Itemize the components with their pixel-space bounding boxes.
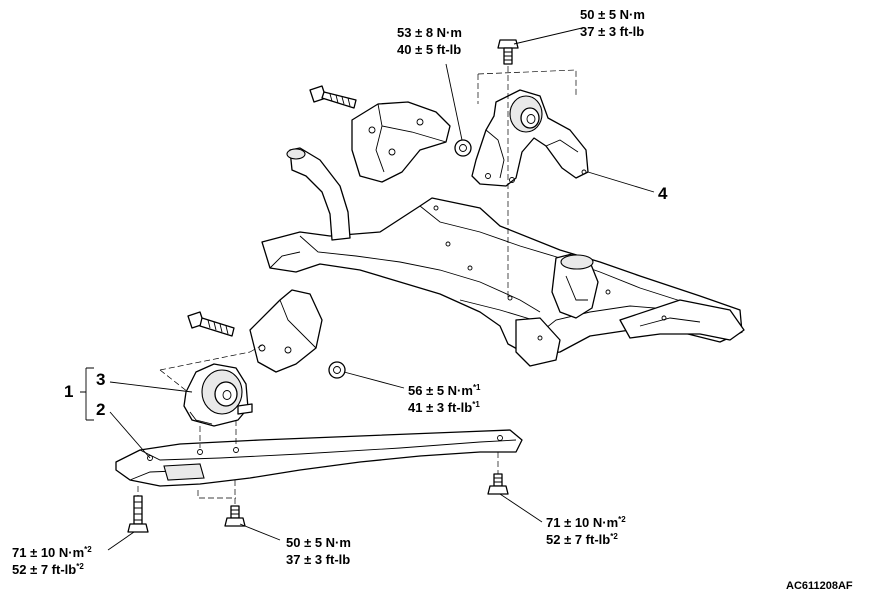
torque-label-lower-left: 71 ± 10 N·m*2 52 ± 7 ft-lb*2 <box>12 544 92 578</box>
torque-ftlb: 37 ± 3 ft-lb <box>286 552 351 567</box>
nut-middle <box>328 361 346 379</box>
bolt-upper-left <box>309 85 357 109</box>
front-crossmember <box>261 147 745 367</box>
callout-4: 4 <box>658 184 668 203</box>
torque-ftlb-footnote: *2 <box>610 532 618 541</box>
leader-lines <box>80 27 655 551</box>
torque-ftlb: 41 ± 3 ft-lb <box>408 400 473 415</box>
bolt-lower-right <box>487 473 509 495</box>
bolt-middle-left <box>187 311 235 337</box>
bolt-upper-right <box>497 39 519 65</box>
torque-nm: 56 ± 5 N·m <box>408 383 473 398</box>
torque-label-middle-right: 56 ± 5 N·m*1 41 ± 3 ft-lb*1 <box>408 382 481 416</box>
callout-2: 2 <box>96 400 106 419</box>
torque-label-upper-left: 53 ± 8 N·m 40 ± 5 ft-lb <box>397 24 462 58</box>
lower-bracket-left <box>249 289 323 373</box>
torque-ftlb: 40 ± 5 ft-lb <box>397 42 462 57</box>
torque-ftlb-footnote: *2 <box>76 562 84 571</box>
alignment-lines <box>137 66 577 506</box>
torque-nm: 71 ± 10 N·m <box>546 515 619 530</box>
upper-bracket-left <box>351 101 451 183</box>
torque-nm-footnote: *1 <box>472 383 481 392</box>
torque-ftlb: 52 ± 7 ft-lb <box>546 532 611 547</box>
engine-mount-bracket-upper <box>471 89 589 187</box>
torque-label-lower-center: 50 ± 5 N·m 37 ± 3 ft-lb <box>286 534 351 568</box>
torque-nm-footnote: *2 <box>84 545 92 554</box>
torque-nm: 53 ± 8 N·m <box>397 25 462 40</box>
torque-ftlb-footnote: *1 <box>472 400 480 409</box>
torque-label-upper-right: 50 ± 5 N·m 37 ± 3 ft-lb <box>580 6 645 40</box>
nut-upper <box>454 139 472 157</box>
torque-ftlb: 52 ± 7 ft-lb <box>12 562 77 577</box>
torque-nm: 50 ± 5 N·m <box>580 7 645 22</box>
torque-nm-footnote: *2 <box>618 515 626 524</box>
bolt-lower-center <box>224 505 246 527</box>
callout-1: 1 <box>64 382 74 401</box>
torque-ftlb: 37 ± 3 ft-lb <box>580 24 645 39</box>
torque-label-lower-right: 71 ± 10 N·m*2 52 ± 7 ft-lb*2 <box>546 514 626 548</box>
torque-nm: 50 ± 5 N·m <box>286 535 351 550</box>
figure-code: AC611208AF <box>786 580 853 592</box>
bolt-lower-left <box>127 495 149 533</box>
torque-nm: 71 ± 10 N·m <box>12 545 85 560</box>
callout-3: 3 <box>96 370 106 389</box>
engine-mount-insulator <box>183 363 253 427</box>
engine-mount-crossmember-bar <box>115 429 523 487</box>
